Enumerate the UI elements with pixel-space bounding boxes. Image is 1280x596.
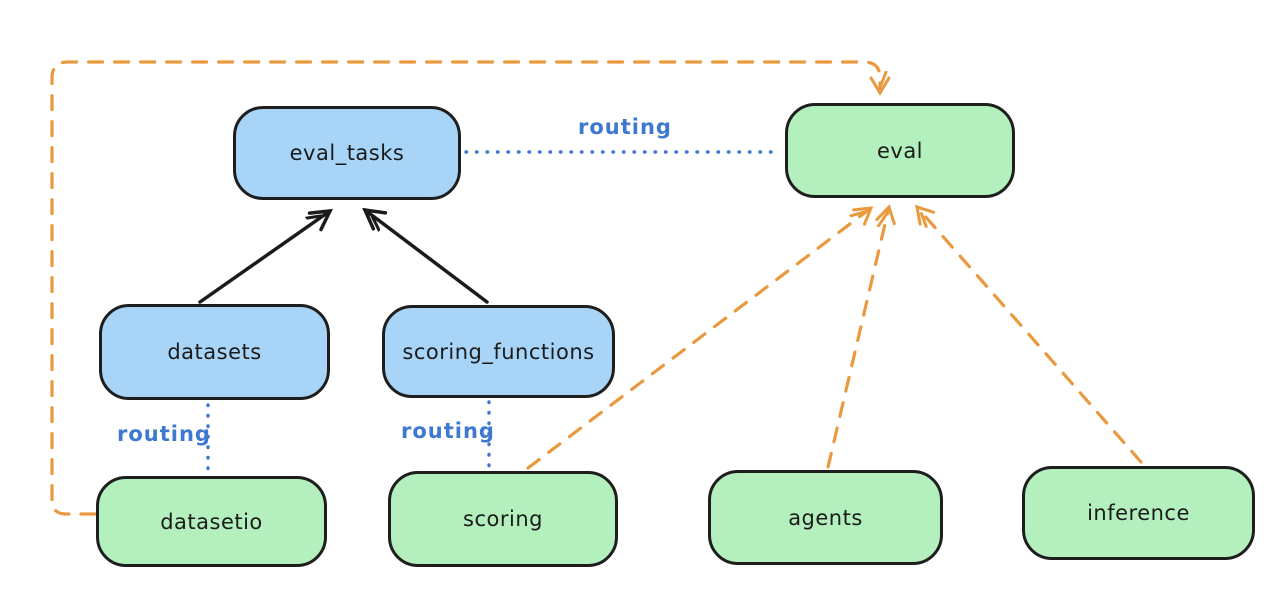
node-datasetio: datasetio xyxy=(96,476,327,567)
edge-agents-to-eval xyxy=(826,207,889,469)
node-inference: inference xyxy=(1022,466,1255,560)
edge-label-routing-scoring: routing xyxy=(401,419,495,443)
node-eval-tasks: eval_tasks xyxy=(233,106,461,200)
node-scoring: scoring xyxy=(388,471,618,567)
edge-label-routing-datasetio: routing xyxy=(117,422,211,446)
node-eval: eval xyxy=(785,103,1015,198)
edge-label-routing-top: routing xyxy=(578,115,672,139)
node-agents-label: agents xyxy=(788,505,863,530)
node-eval-label: eval xyxy=(876,138,924,163)
node-datasetio-label: datasetio xyxy=(160,509,263,534)
node-scoring-functions-label: scoring_functions xyxy=(402,339,595,364)
node-eval-tasks-label: eval_tasks xyxy=(289,141,405,165)
edge-datasets-to-eval-tasks xyxy=(198,211,330,304)
node-datasets: datasets xyxy=(99,304,330,400)
node-inference-label: inference xyxy=(1087,501,1190,525)
node-datasets-label: datasets xyxy=(167,340,262,364)
node-agents: agents xyxy=(708,470,943,565)
edge-inference-to-eval xyxy=(917,207,1143,464)
edge-scoring-to-eval xyxy=(526,208,871,470)
edge-datasetio-to-eval xyxy=(50,60,880,516)
node-scoring-label: scoring xyxy=(463,507,543,531)
edge-scoring-functions-to-eval-tasks xyxy=(365,210,489,304)
node-scoring-functions: scoring_functions xyxy=(382,305,615,398)
